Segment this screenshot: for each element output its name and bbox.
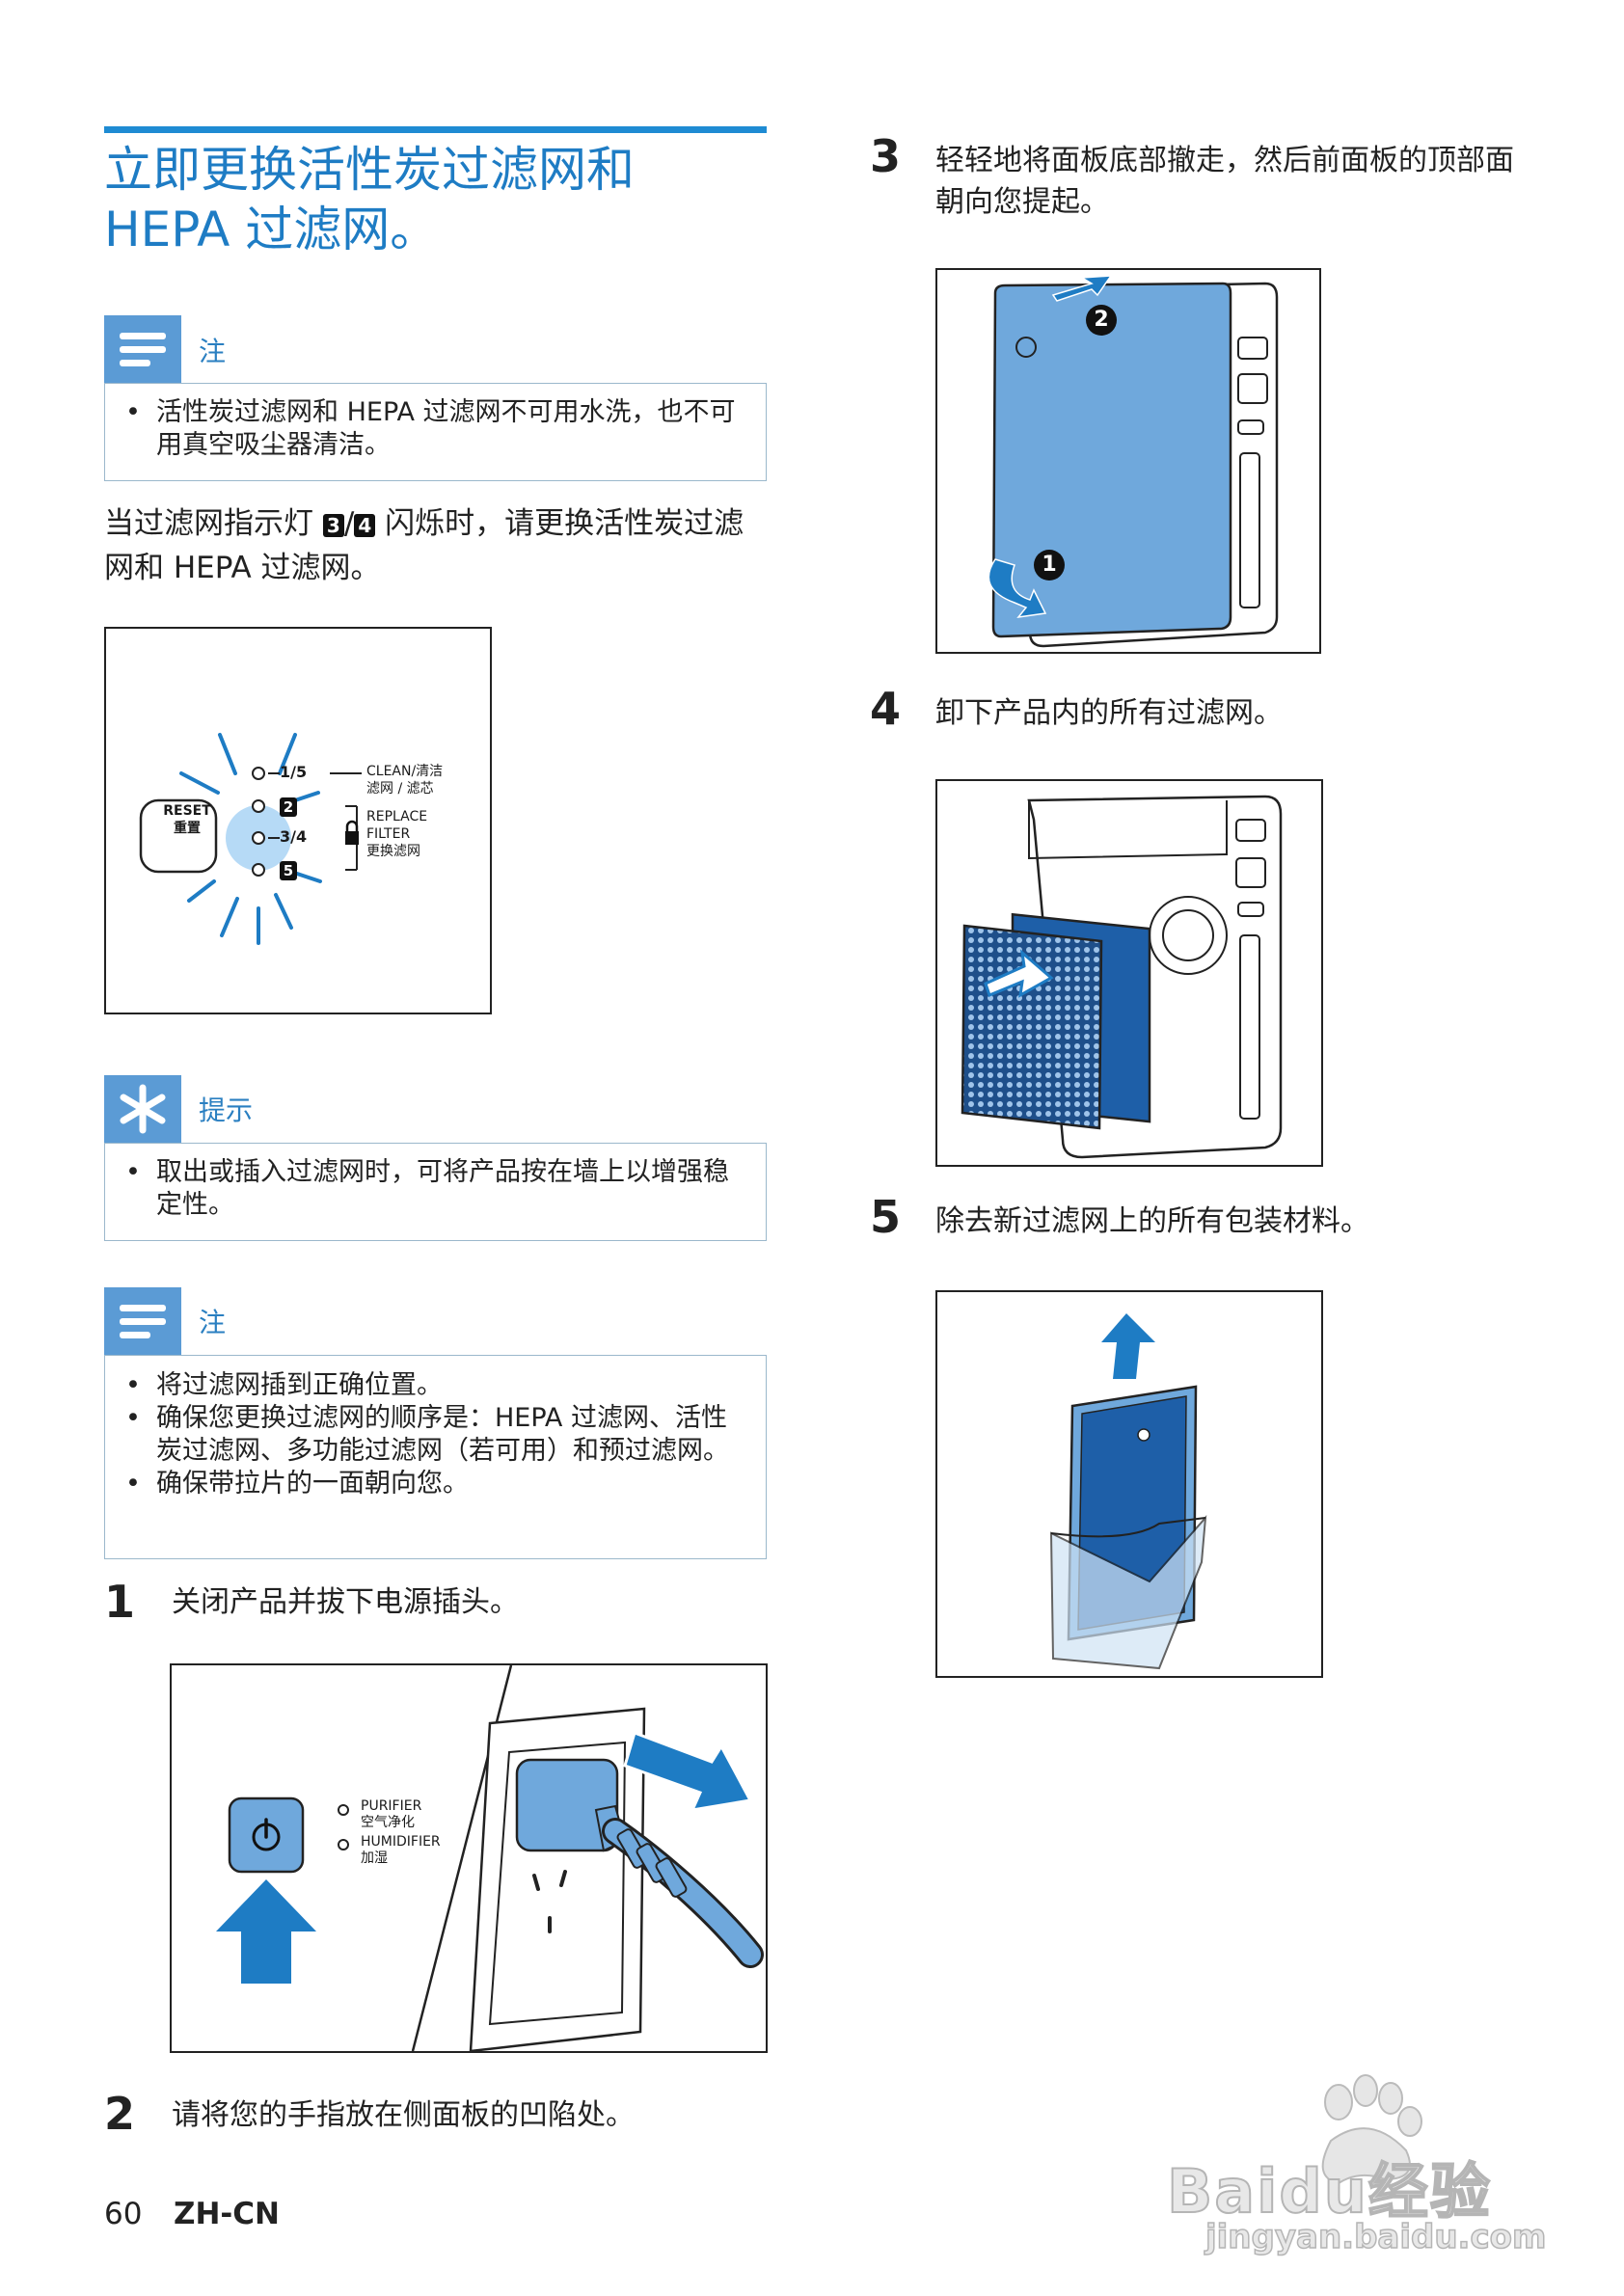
step-badge-1: 1 <box>1042 553 1057 577</box>
note-item: 确保您更换过滤网的顺序是：HEPA 过滤网、活性炭过滤网、多功能过滤网（若可用）… <box>105 1402 766 1468</box>
led-2-badge: 2 <box>280 797 297 817</box>
step-number: 3 <box>870 130 902 182</box>
humidifier-label-cn: 加湿 <box>361 1850 388 1866</box>
step-badge-2: 2 <box>1094 308 1109 332</box>
front-panel-figure: 2 1 <box>935 268 1321 654</box>
purifier-label: PURIFIER 空气净化 <box>361 1798 421 1831</box>
filter-label-en: FILTER <box>366 826 411 842</box>
language-code: ZH-CN <box>174 2197 280 2231</box>
watermark-brand: Baidu经验 <box>1166 2155 1492 2228</box>
step-text: 关闭产品并拔下电源插头。 <box>172 1585 519 1619</box>
power-unplug-figure: PURIFIER 空气净化 HUMIDIFIER 加湿 <box>170 1663 768 2053</box>
control-panel-figure: RESET 重置 1/5 CLEAN/清洁 滤网 / 滤芯 2 3/4 REPL… <box>104 627 492 1014</box>
humidifier-label-en: HUMIDIFIER <box>361 1834 441 1850</box>
led-3-4-label: 3/4 <box>280 827 308 846</box>
unpack-filter-figure <box>935 1290 1323 1678</box>
note-box: 将过滤网插到正确位置。 确保您更换过滤网的顺序是：HEPA 过滤网、活性炭过滤网… <box>104 1355 767 1559</box>
step-text: 请将您的手指放在侧面板的凹陷处。 <box>172 2098 635 2132</box>
tip-icon <box>104 1075 181 1143</box>
note-item: 将过滤网插到正确位置。 <box>105 1369 766 1402</box>
led-5-label: 5 <box>280 860 297 880</box>
note-icon <box>104 315 181 383</box>
title-rule <box>104 126 767 133</box>
watermark-url: jingyan.baidu.com <box>1204 2217 1547 2257</box>
clean-label: CLEAN/清洁 滤网 / 滤芯 <box>366 763 443 797</box>
indicator-badge-4: 4 <box>354 513 376 537</box>
note-box: 活性炭过滤网和 HEPA 过滤网不可用水洗，也不可用真空吸尘器清洁。 <box>104 383 767 481</box>
indicator-badge-3: 3 <box>322 513 344 537</box>
note-label: 注 <box>199 336 227 367</box>
replace-label-en: REPLACE <box>366 809 428 824</box>
title-line-1: 立即更换活性炭过滤网和 <box>104 142 635 198</box>
note-icon <box>104 1287 181 1355</box>
clean-label-en: CLEAN/清洁 <box>366 764 444 779</box>
reset-label-cn: 重置 <box>174 821 201 836</box>
step-number: 1 <box>104 1576 136 1628</box>
humidifier-label: HUMIDIFIER 加湿 <box>361 1834 441 1867</box>
step-text: 除去新过滤网上的所有包装材料。 <box>935 1204 1369 1238</box>
tip-label: 提示 <box>199 1094 254 1126</box>
replace-filter-label: REPLACE FILTER 更换滤网 <box>366 808 427 860</box>
section-title: 立即更换活性炭过滤网和 HEPA 过滤网。 <box>104 140 770 259</box>
baidu-watermark: Baidu经验 jingyan.baidu.com <box>1166 2064 1572 2257</box>
step-text: 轻轻地将面板底部撤走，然后前面板的顶部面朝向您提起。 <box>935 144 1514 219</box>
replace-label-cn: 更换滤网 <box>366 844 420 859</box>
tip-item: 取出或插入过滤网时，可将产品按在墙上以增强稳定性。 <box>105 1156 766 1222</box>
note-label: 注 <box>199 1307 227 1338</box>
clean-label-cn: 滤网 / 滤芯 <box>366 781 434 797</box>
led-5-badge: 5 <box>280 860 297 880</box>
reset-button-label: RESET 重置 <box>149 802 226 837</box>
tip-box: 取出或插入过滤网时，可将产品按在墙上以增强稳定性。 <box>104 1143 767 1241</box>
led-2-label: 2 <box>280 797 297 817</box>
note-item: 确保带拉片的一面朝向您。 <box>105 1468 766 1500</box>
remove-filters-figure <box>935 779 1323 1167</box>
indicator-text-before: 当过滤网指示灯 <box>104 506 323 541</box>
reset-label-en: RESET <box>163 803 211 819</box>
step-number: 2 <box>104 2088 136 2140</box>
led-1-5-label: 1/5 <box>280 763 308 781</box>
indicator-paragraph: 当过滤网指示灯 3/4 闪烁时，请更换活性炭过滤网和 HEPA 过滤网。 <box>104 501 770 590</box>
title-line-2: HEPA 过滤网。 <box>104 202 439 257</box>
indicator-slash: / <box>343 506 355 541</box>
indicator-text-after: 闪烁时，请更换活性炭过滤网和 HEPA 过滤网。 <box>104 506 744 585</box>
step-number: 4 <box>870 683 902 735</box>
page-number: 60 <box>104 2197 143 2231</box>
step-number: 5 <box>870 1191 902 1243</box>
note-item: 活性炭过滤网和 HEPA 过滤网不可用水洗，也不可用真空吸尘器清洁。 <box>105 396 766 462</box>
step-text: 卸下产品内的所有过滤网。 <box>935 696 1283 730</box>
purifier-label-cn: 空气净化 <box>361 1815 415 1830</box>
purifier-label-en: PURIFIER <box>361 1798 422 1814</box>
